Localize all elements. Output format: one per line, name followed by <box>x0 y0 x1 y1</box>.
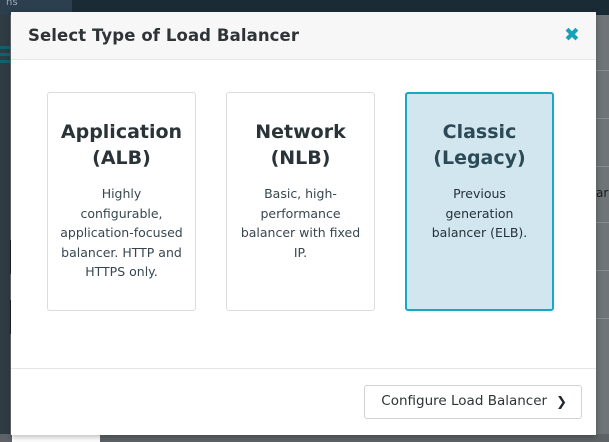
modal-header: Select Type of Load Balancer ✖ <box>11 12 596 60</box>
lb-card-description: Previous generation balancer (ELB). <box>431 186 528 241</box>
background-topbar: ns <box>0 0 609 15</box>
lb-card-description: Basic, high-performance balancer with fi… <box>240 186 361 260</box>
background-right-sliver <box>596 15 609 442</box>
background-right-rule-6 <box>596 318 609 319</box>
lb-card-network-nlb[interactable]: Network (NLB) Basic, high-performance ba… <box>226 92 375 311</box>
lb-card-title-line2: (NLB) <box>270 147 331 170</box>
lb-card-title: Network (NLB) <box>255 119 345 171</box>
background-sidebar <box>0 15 10 442</box>
background-right-rule-4 <box>596 222 609 223</box>
lb-card-title: Application (ALB) <box>61 119 182 171</box>
background-right-text: ar <box>596 186 609 200</box>
background-bottom-tab <box>12 434 100 442</box>
load-balancer-type-list: Application (ALB) Highly configurable, a… <box>47 92 560 311</box>
modal-footer: Configure Load Balancer ❯ <box>11 368 596 435</box>
lb-card-title-line1: Classic <box>442 121 517 143</box>
background-topbar-tab-label: ns <box>6 0 18 8</box>
close-icon[interactable]: ✖ <box>564 24 580 46</box>
background-sidebar-item-1 <box>0 46 10 49</box>
background-right-rule-3 <box>596 166 609 167</box>
background-right-rule-1 <box>596 70 609 71</box>
page-title: Select Type of Load Balancer <box>28 26 300 45</box>
lb-card-title-line1: Network <box>255 121 346 143</box>
background-sidebar-item-2 <box>0 53 10 56</box>
configure-load-balancer-button[interactable]: Configure Load Balancer ❯ <box>364 385 582 419</box>
background-sidebar-item-3 <box>0 60 10 63</box>
lb-card-title: Classic (Legacy) <box>433 119 525 171</box>
background-bottom-strip <box>0 434 609 442</box>
lb-card-application-alb[interactable]: Application (ALB) Highly configurable, a… <box>47 92 196 311</box>
lb-card-description: Highly configurable, application-focused… <box>60 186 183 279</box>
background-topbar-tab: ns <box>0 0 72 15</box>
background-right-rule-5 <box>596 270 609 271</box>
load-balancer-type-modal: Select Type of Load Balancer ✖ Applicati… <box>11 12 596 435</box>
chevron-right-icon: ❯ <box>556 394 567 410</box>
lb-card-classic-legacy[interactable]: Classic (Legacy) Previous generation bal… <box>405 92 554 311</box>
lb-card-title-line2: (ALB) <box>92 147 151 170</box>
lb-card-title-line2: (Legacy) <box>433 147 526 170</box>
lb-card-title-line1: Application <box>60 121 183 143</box>
modal-body: Application (ALB) Highly configurable, a… <box>11 60 596 368</box>
configure-load-balancer-label: Configure Load Balancer <box>381 393 548 410</box>
background-right-rule-2 <box>596 118 609 119</box>
